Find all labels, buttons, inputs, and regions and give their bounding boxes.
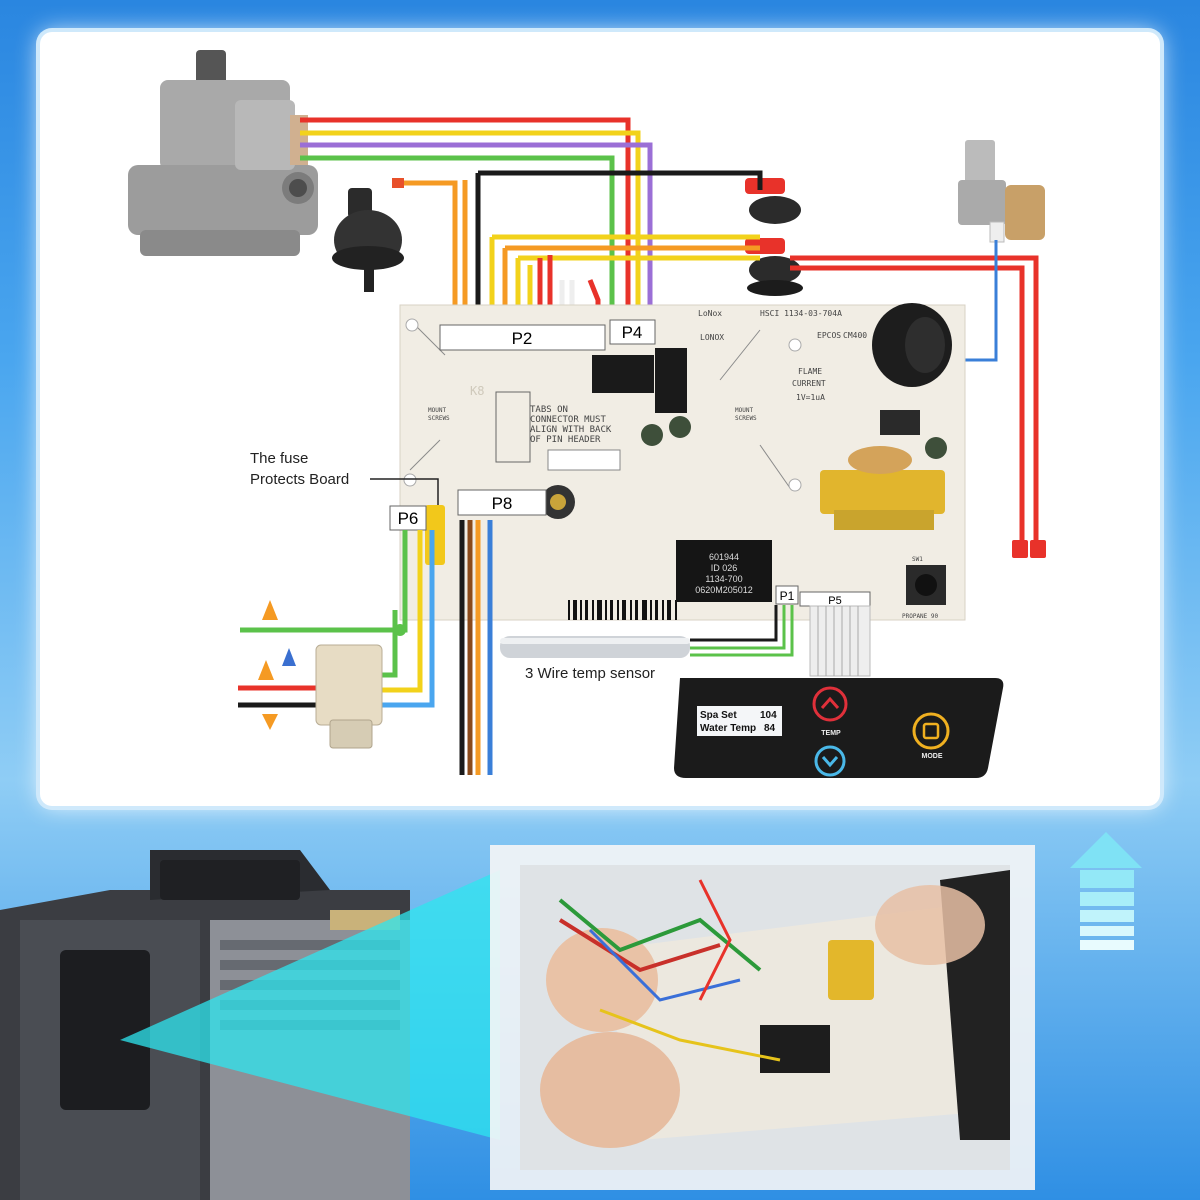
board-part-number: HSCI 1134-03-704A [760, 309, 842, 318]
tabs-note-line3: ALIGN WITH BACK [530, 425, 612, 435]
tabs-note-line1: TABS ON [530, 405, 568, 415]
connector-p6: P6 [398, 509, 419, 528]
temp-sensor-callout: 3 Wire temp sensor [525, 665, 655, 682]
mount-screws-right-1: MOUNT [735, 407, 753, 414]
temp-sensor [500, 636, 690, 658]
connector-p1: P1 [780, 589, 795, 603]
control-display: Spa Set 104 Water Temp 84 TEMP MODE [674, 678, 1004, 778]
temp-label: TEMP [821, 730, 841, 737]
connector-p5: P5 [828, 595, 841, 607]
tabs-note-line4: OF PIN HEADER [530, 435, 601, 445]
flame-current-line2: CURRENT [792, 379, 826, 388]
spa-set-label: Spa Set [700, 710, 737, 721]
up-arrow-icon [1070, 832, 1142, 950]
chip-line3: 1134-700 [705, 574, 742, 584]
temp-down-button[interactable] [814, 745, 846, 777]
connector-labels: P2 P4 P8 P6 P1 P5 [389, 319, 871, 607]
mount-screws-left-2: SCREWS [428, 415, 450, 422]
sw1-label: SW1 [912, 556, 923, 563]
propane-label: PROPANE 90 [902, 613, 939, 620]
fuse-callout-line1: The fuse [250, 450, 308, 467]
igniter-assembly [958, 140, 1045, 243]
chip-line2: ID 026 [711, 563, 738, 573]
mode-label: MODE [922, 753, 943, 760]
connector-p2: P2 [512, 329, 533, 348]
connector-p8: P8 [492, 494, 513, 513]
k8-mark: K8 [470, 384, 484, 398]
heater-illustration [0, 832, 1142, 1200]
mode-icon [912, 712, 950, 750]
fuse-callout-line2: Protects Board [250, 471, 349, 488]
chip-line4: 0620M205012 [695, 585, 753, 595]
temp-up-button[interactable] [812, 686, 848, 722]
gas-valve [128, 50, 318, 256]
water-temp-value: 84 [764, 723, 776, 734]
limit-switches [745, 178, 803, 296]
pressure-switch [332, 178, 404, 292]
flame-current-line3: 1V=1uA [796, 393, 825, 402]
valve-wires [300, 117, 1039, 540]
board-photo-inset [490, 845, 1035, 1190]
chevron-down-icon [814, 745, 846, 777]
wiring-diagram: HSCI 1134-03-704A LoNox LONOX EPCOS CM40… [128, 50, 1046, 778]
barcode [568, 600, 677, 620]
chip-line1: 601944 [709, 552, 739, 562]
flame-current-line1: FLAME [798, 367, 822, 376]
lonox-label: LoNox [698, 309, 722, 318]
mode-button[interactable] [912, 712, 950, 750]
epcos-label: EPCOS [817, 331, 841, 340]
mount-screws-left-1: MOUNT [428, 407, 446, 414]
fuse-callout-line [370, 478, 439, 505]
cm400-label: CM400 [843, 331, 867, 340]
tabs-note-line2: CONNECTOR MUST [530, 415, 606, 425]
spa-set-value: 104 [760, 710, 777, 721]
zoom-beam [120, 870, 500, 1140]
chevron-up-icon [812, 686, 848, 722]
lonox-mirror-label: LONOX [700, 333, 724, 342]
connector-p4: P4 [622, 323, 643, 342]
ribbon-cable [809, 605, 871, 677]
control-board [399, 303, 966, 621]
water-temp-label: Water Temp [700, 723, 756, 734]
transformer [315, 644, 383, 749]
mount-screws-right-2: SCREWS [735, 415, 757, 422]
